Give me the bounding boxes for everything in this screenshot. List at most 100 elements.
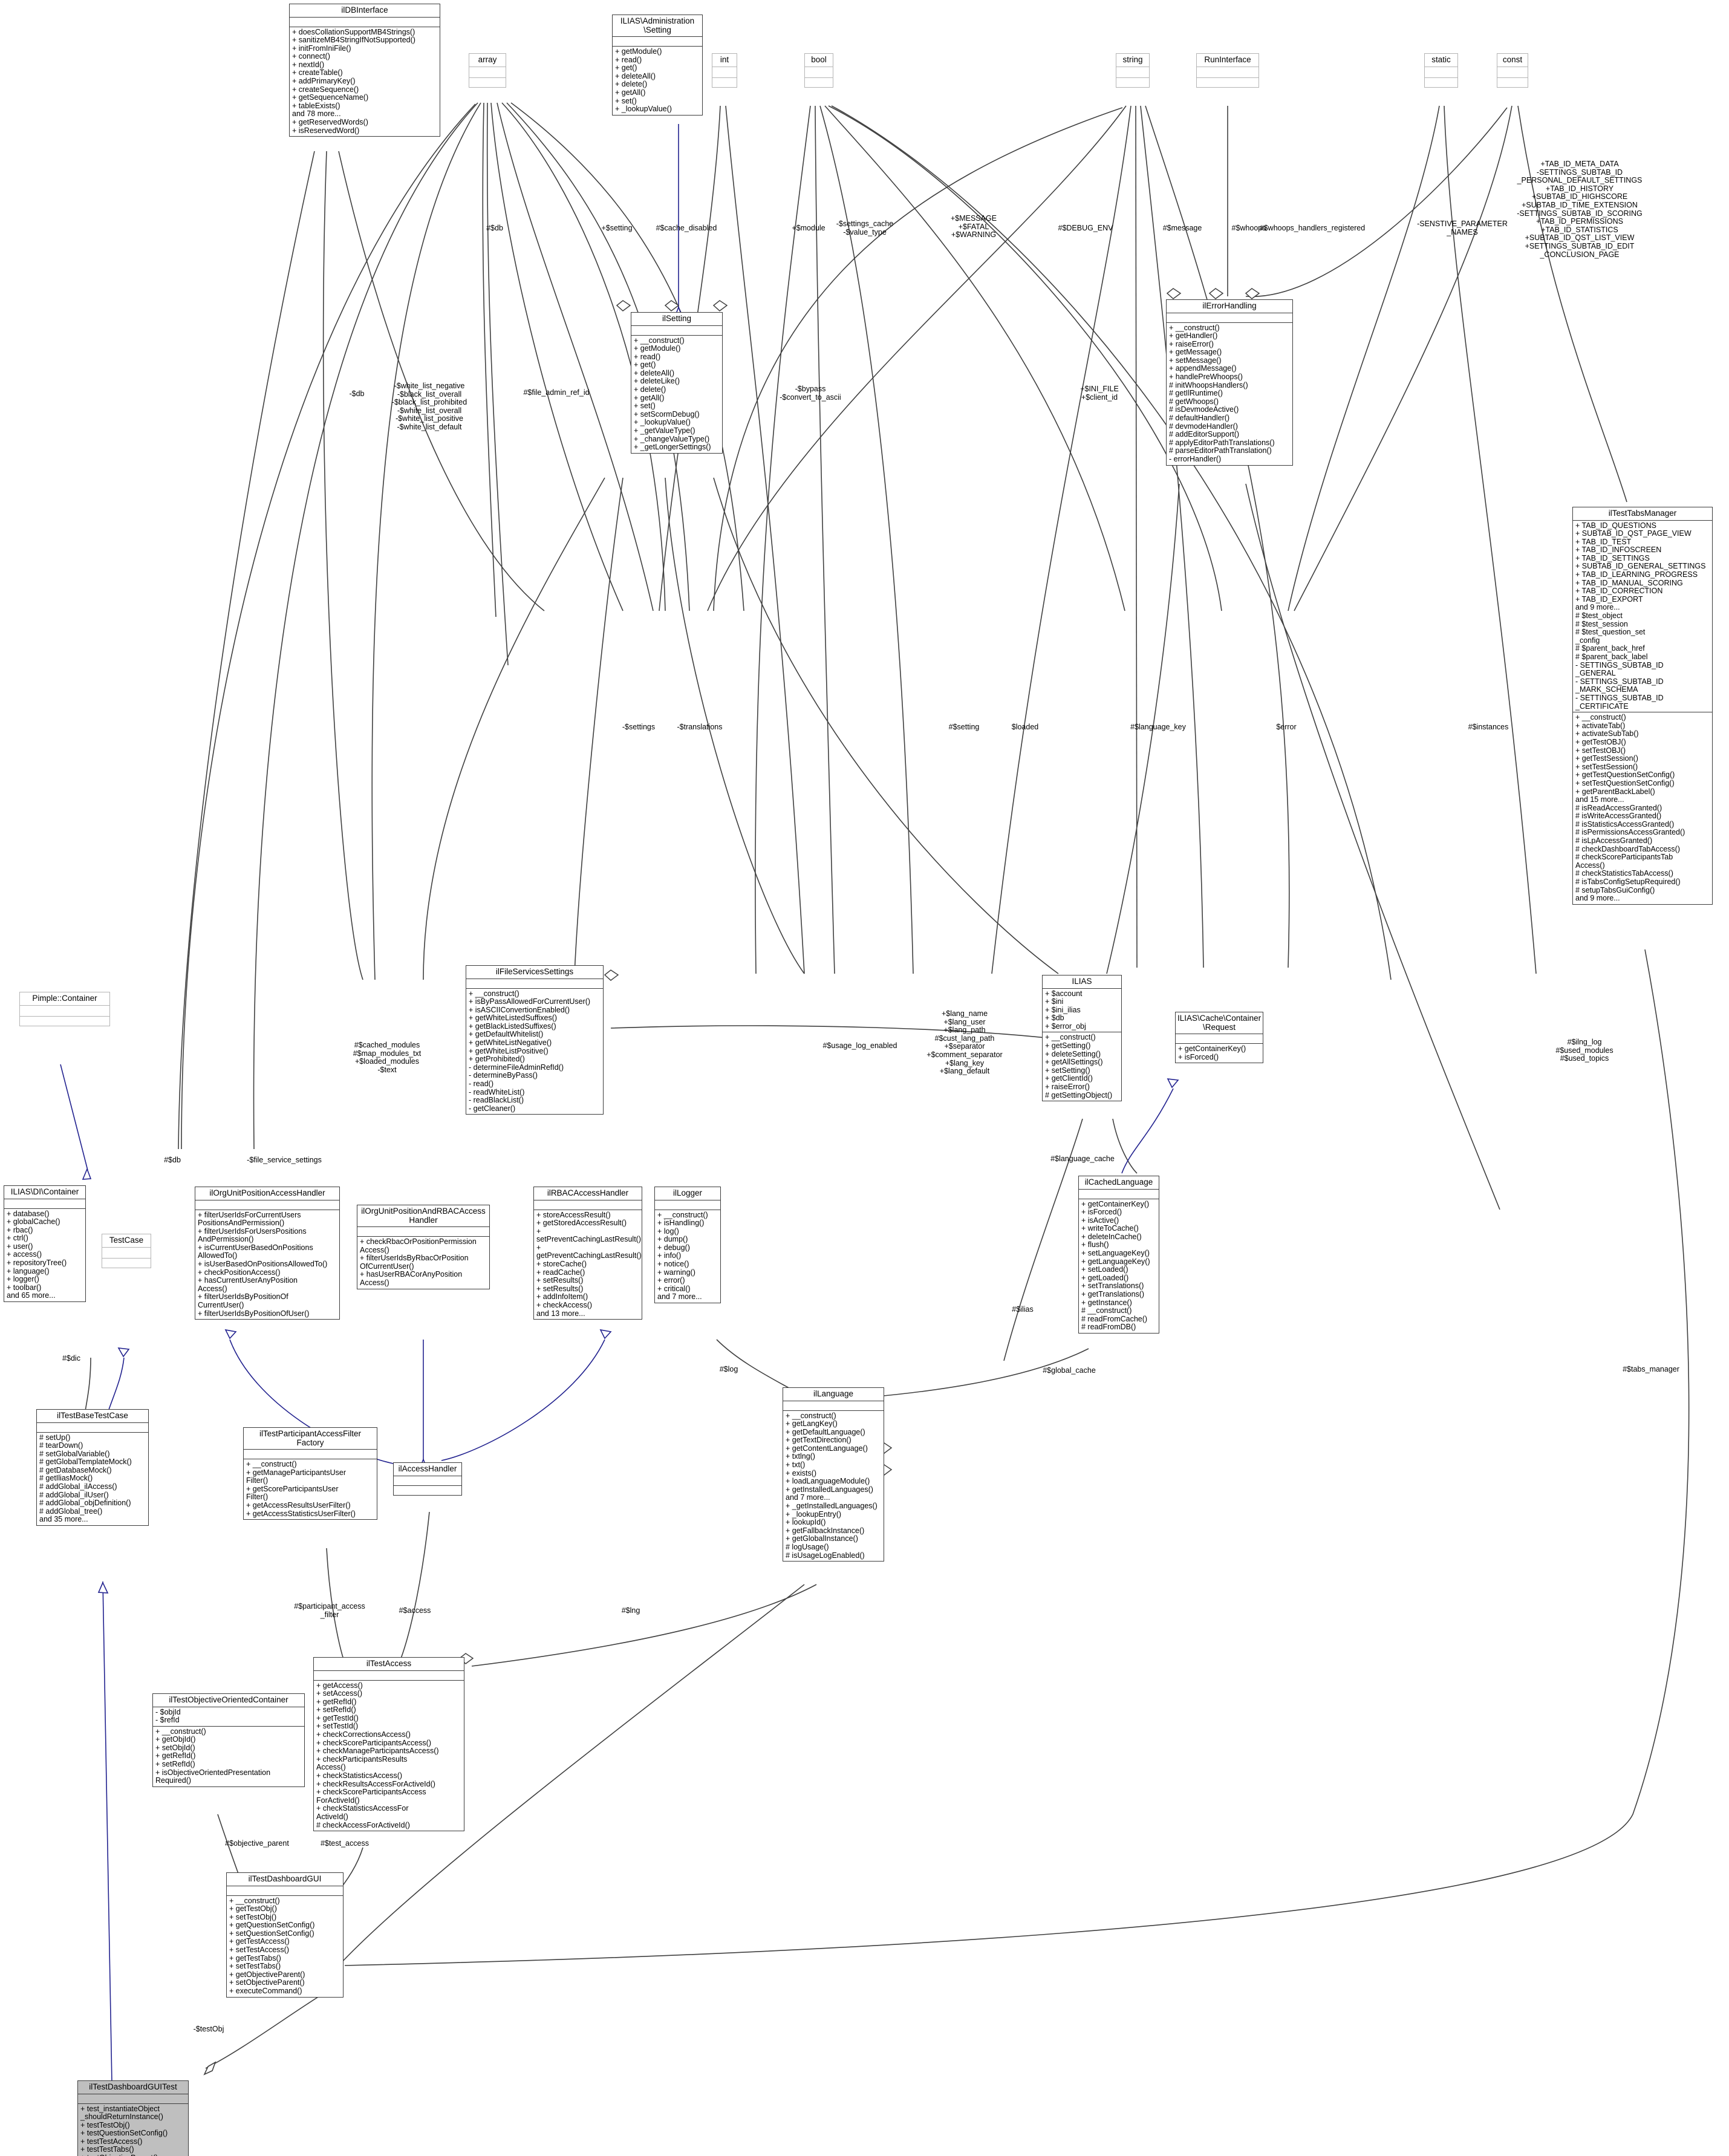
class-member: + setAccess() bbox=[316, 1689, 363, 1698]
class-member: + TAB_ID_CORRECTION bbox=[1575, 587, 1663, 596]
class-array[interactable]: array bbox=[469, 53, 506, 88]
class-ilTestDashboardGUI[interactable]: ilTestDashboardGUI + __construct()+ getT… bbox=[226, 1872, 344, 1998]
class-member: + setTestQuestionSetConfig() bbox=[1575, 778, 1675, 787]
class-member: # addGlobal_ilAccess() bbox=[39, 1482, 117, 1491]
class-ILIAS[interactable]: ILIAS + $account+ $ini+ $ini_ilias+ $db+… bbox=[1042, 975, 1122, 1102]
class-member: + isReservedWord() bbox=[292, 126, 360, 135]
class-member: + TAB_ID_MANUAL_SCORING bbox=[1575, 578, 1683, 587]
class-attributes: + TAB_ID_QUESTIONS+ SUBTAB_ID_QST_PAGE_V… bbox=[1573, 521, 1712, 713]
class-member: + set() bbox=[615, 96, 637, 105]
class-member: + filterUserIdsForUsersPositions AndPerm… bbox=[198, 1226, 307, 1244]
class-member: + loadLanguageModule() bbox=[786, 1477, 870, 1486]
class-member: + $db bbox=[1045, 1014, 1064, 1023]
class-ilAccessHandler[interactable]: ilAccessHandler bbox=[393, 1462, 462, 1496]
class-attributes bbox=[1116, 67, 1149, 78]
class-member: # setGlobalVariable() bbox=[39, 1449, 110, 1458]
class-member: - determineByPass() bbox=[469, 1071, 538, 1080]
class-ilErrorHandling[interactable]: ilErrorHandling + __construct()+ getHand… bbox=[1166, 299, 1293, 466]
class-int[interactable]: int bbox=[712, 53, 737, 88]
class-member: # getIliasMock() bbox=[39, 1474, 93, 1483]
class-member: - getCleaner() bbox=[469, 1104, 516, 1113]
class-attributes bbox=[290, 18, 440, 27]
class-member: + dump() bbox=[657, 1235, 688, 1244]
class-member: + setResults() bbox=[536, 1276, 584, 1285]
class-ilSetting[interactable]: ilSetting + __construct()+ getModule()+ … bbox=[631, 312, 723, 454]
class-ilTestObjectiveOrientedContainer[interactable]: ilTestObjectiveOrientedContainer - $objI… bbox=[152, 1693, 305, 1787]
class-member: # getDatabaseMock() bbox=[39, 1465, 112, 1474]
class-member: # $test_question_set _config bbox=[1575, 628, 1646, 645]
class-operations: + getAccess()+ setAccess()+ getRefId()+ … bbox=[314, 1681, 464, 1831]
class-member: + __construct() bbox=[657, 1210, 708, 1219]
class-ilTestBaseTestCase[interactable]: ilTestBaseTestCase # setUp()# tearDown()… bbox=[36, 1409, 149, 1526]
class-string[interactable]: string bbox=[1116, 53, 1150, 88]
class-attributes bbox=[1167, 313, 1292, 323]
class-member: + info() bbox=[657, 1251, 682, 1260]
class-member: + testTestObj() bbox=[80, 2120, 130, 2129]
edge-label-l_file_admin_ref_id: #$file_admin_ref_id bbox=[523, 388, 590, 397]
class-ilTestAccess[interactable]: ilTestAccess + getAccess()+ setAccess()+… bbox=[313, 1657, 464, 1832]
class-ilTestParticipantAccessFilterFactory[interactable]: ilTestParticipantAccessFilter Factory + … bbox=[243, 1427, 377, 1520]
class-member: # initWhoopsHandlers() bbox=[1169, 380, 1248, 389]
class-ilTestTabsManager[interactable]: ilTestTabsManager + TAB_ID_QUESTIONS+ SU… bbox=[1572, 507, 1713, 905]
class-Pimple-Container[interactable]: Pimple::Container bbox=[19, 992, 110, 1026]
class-member: # addGlobal_ilUser() bbox=[39, 1490, 109, 1499]
edge-label-l_cached_modules: #$cached_modules #$map_modules_txt +$loa… bbox=[353, 1041, 422, 1074]
class-operations: + __construct()+ isByPassAllowedForCurre… bbox=[466, 989, 603, 1115]
class-RunInterface[interactable]: RunInterface bbox=[1196, 53, 1259, 88]
class-const[interactable]: const bbox=[1497, 53, 1528, 88]
class-member: + setLanguageKey() bbox=[1081, 1249, 1150, 1258]
class-member: + getHandler() bbox=[1169, 331, 1218, 340]
class-member: + testTestAccess() bbox=[80, 2137, 143, 2146]
class-ilDBInterface[interactable]: ilDBInterface + doesCollationSupportMB4S… bbox=[289, 4, 440, 137]
class-ilOrgUnitPositionAccessHandler[interactable]: ilOrgUnitPositionAccessHandler + filterU… bbox=[195, 1187, 340, 1320]
class-ILIAS-Administration-Setting[interactable]: ILIAS\Administration \Setting + getModul… bbox=[612, 15, 703, 116]
class-member: # readFromDB() bbox=[1081, 1323, 1136, 1332]
class-ilCachedLanguage[interactable]: ilCachedLanguage + getContainerKey()+ is… bbox=[1078, 1176, 1159, 1334]
class-member: + addInfoItem() bbox=[536, 1292, 588, 1301]
class-title: ilTestParticipantAccessFilter Factory bbox=[244, 1428, 377, 1450]
class-member: + exists() bbox=[786, 1468, 817, 1477]
class-ILIAS-DI-Container[interactable]: ILIAS\DI\Container + database()+ globalC… bbox=[4, 1185, 86, 1303]
class-member: + getTextDirection() bbox=[786, 1436, 851, 1445]
class-member: + setTranslations() bbox=[1081, 1282, 1144, 1291]
class-member: + setObjectiveParent() bbox=[229, 1978, 305, 1987]
class-ilLogger[interactable]: ilLogger + __construct()+ isHandling()+ … bbox=[654, 1187, 721, 1304]
class-ilRBACAccessHandler[interactable]: ilRBACAccessHandler + storeAccessResult(… bbox=[533, 1187, 642, 1320]
class-attributes bbox=[712, 67, 737, 78]
class-ILIAS-Cache-Container-Request[interactable]: ILIAS\Cache\Container \Request + getCont… bbox=[1175, 1012, 1263, 1064]
class-ilTestDashboardGUITest[interactable]: ilTestDashboardGUITest + test_instantiat… bbox=[77, 2080, 189, 2156]
class-attributes bbox=[1176, 1034, 1263, 1044]
class-title: ilFileServicesSettings bbox=[466, 966, 603, 979]
class-title: ilCachedLanguage bbox=[1079, 1176, 1159, 1190]
edge-label-l_translations: -$translations bbox=[677, 723, 723, 731]
class-member: + setSetting() bbox=[1045, 1066, 1090, 1075]
class-operations: + __construct()+ getModule()+ read()+ ge… bbox=[631, 336, 722, 453]
class-ilLanguage[interactable]: ilLanguage + __construct()+ getLangKey()… bbox=[783, 1387, 884, 1562]
class-ilFileServicesSettings[interactable]: ilFileServicesSettings + __construct()+ … bbox=[466, 965, 604, 1115]
edge-label-l_lang_name: +$lang_name +$lang_user +$lang_path #$cu… bbox=[926, 1009, 1003, 1076]
class-member: + log() bbox=[657, 1226, 679, 1236]
class-title: ilSetting bbox=[631, 313, 722, 326]
class-operations: + getContainerKey()+ isForced()+ isActiv… bbox=[1079, 1199, 1159, 1334]
class-member: + getAccess() bbox=[316, 1681, 363, 1690]
class-member: + language() bbox=[7, 1266, 50, 1275]
class-member: + checkAccess() bbox=[536, 1301, 593, 1310]
class-member: + getLanguageKey() bbox=[1081, 1257, 1150, 1266]
class-operations bbox=[20, 1017, 109, 1026]
class-title: bool bbox=[805, 54, 833, 67]
class-member: # checkAccessForActiveId() bbox=[316, 1820, 410, 1829]
class-bool[interactable]: bool bbox=[804, 53, 833, 88]
class-TestCase[interactable]: TestCase bbox=[102, 1234, 151, 1268]
class-static[interactable]: static bbox=[1424, 53, 1458, 88]
edge-label-l_cache_disabled: #$cache_disabled bbox=[656, 224, 717, 232]
class-member: + getDefaultWhitelist() bbox=[469, 1030, 544, 1039]
class-member: + setTestOBJ() bbox=[1575, 746, 1626, 755]
class-title: ILIAS bbox=[1043, 975, 1121, 989]
class-member: + error() bbox=[657, 1276, 685, 1285]
class-title: int bbox=[712, 54, 737, 67]
class-member: # parseEditorPathTranslation() bbox=[1169, 446, 1272, 455]
class-ilOrgUnitPositionAndRBACAccessHandler[interactable]: ilOrgUnitPositionAndRBACAccess Handler +… bbox=[357, 1205, 490, 1289]
class-member: + getScoreParticipantsUser Filter() bbox=[246, 1484, 339, 1502]
class-attributes bbox=[37, 1423, 148, 1433]
class-member: + setRefId() bbox=[316, 1705, 356, 1715]
